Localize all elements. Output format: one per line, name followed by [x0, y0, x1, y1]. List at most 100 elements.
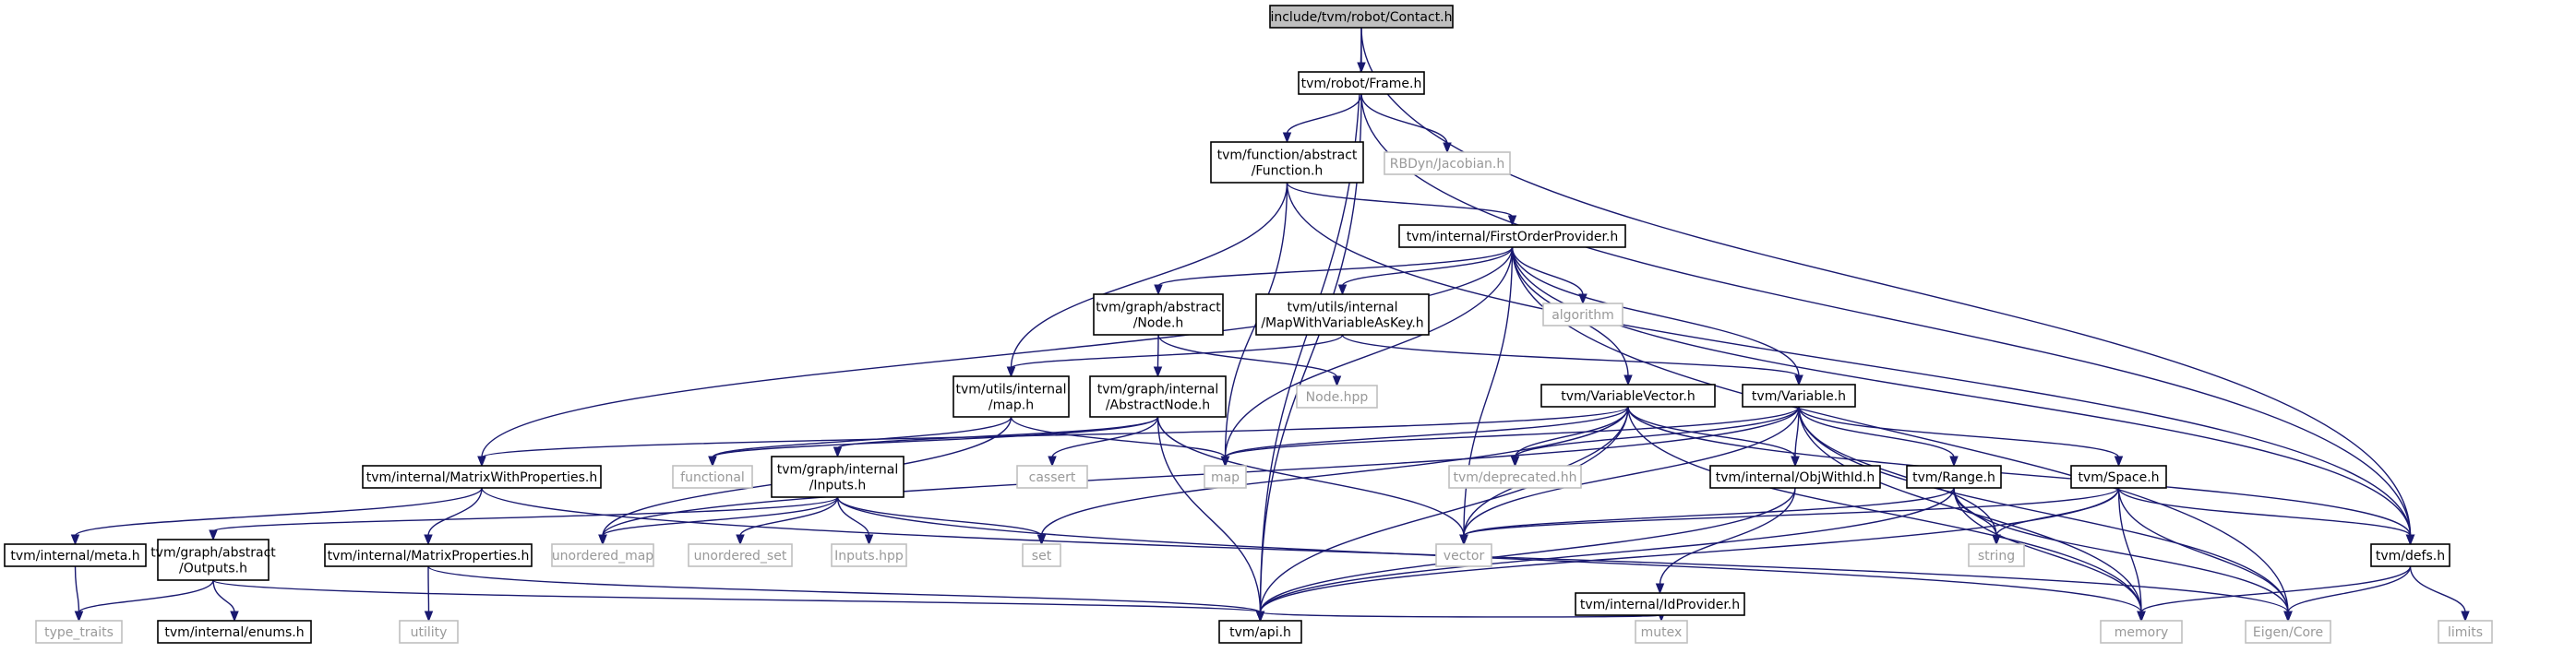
node-box — [1968, 543, 2025, 567]
edge-n21-to-n38 — [2117, 487, 2146, 623]
node-tvm-internal-idprovider-h[interactable]: tvm/internal/IdProvider.h — [1575, 592, 1745, 616]
node-label: mutex — [1641, 625, 1683, 640]
node-cassert: cassert — [1016, 465, 1088, 489]
edge-arrowhead — [1154, 284, 1163, 296]
node-eigen-core: Eigen/Core — [2245, 620, 2331, 644]
node-box — [399, 620, 459, 644]
node-include-tvm-robot-contact-h[interactable]: include/tvm/robot/Contact.h — [1269, 5, 1454, 29]
node-vector: vector — [1435, 543, 1492, 567]
node-tvm-utils-internal-mapwithvariableaskey-h[interactable]: tvm/utils/internal/MapWithVariableAsKey.… — [1255, 293, 1430, 336]
node-label: tvm/internal/FirstOrderProvider.h — [1407, 230, 1619, 244]
edge-line — [1157, 246, 1514, 287]
edge-line — [1224, 406, 1629, 458]
node-box — [2245, 620, 2331, 644]
edge-line — [427, 565, 430, 613]
edge-n32-to-n39 — [2283, 565, 2412, 623]
node-tvm-graph-internal-inputs-h[interactable]: tvm/graph/internal/Inputs.h — [771, 456, 905, 498]
edge-n24-to-n36 — [427, 565, 1265, 623]
edge-arrowhead — [1337, 284, 1348, 296]
edge-line — [2140, 565, 2412, 613]
node-tvm-defs-h[interactable]: tvm/defs.h — [2370, 543, 2450, 567]
node-tvm-internal-firstorderprovider-h[interactable]: tvm/internal/FirstOrderProvider.h — [1398, 224, 1626, 248]
node-box — [688, 543, 793, 567]
node-tvm-utils-internal-map-h[interactable]: tvm/utils/internal/map.h — [953, 375, 1070, 418]
edge-line — [1360, 93, 2412, 537]
edge-arrowhead — [424, 611, 434, 623]
node-box — [1296, 385, 1378, 409]
edge-line — [1156, 416, 1465, 537]
node-set: set — [1022, 543, 1061, 567]
node-box — [771, 456, 905, 498]
node-memory: memory — [2100, 620, 2183, 644]
node-box — [1218, 620, 1302, 644]
node-tvm-graph-abstract-outputs-h[interactable]: tvm/graph/abstract/Outputs.h — [150, 539, 276, 581]
node-label: functional — [680, 470, 745, 485]
node-unordered-map: unordered_map — [551, 543, 654, 567]
edge-line — [481, 406, 1629, 458]
edge-n10-to-n15 — [833, 416, 1159, 458]
node-label: tvm/graph/internal — [1097, 383, 1219, 398]
node-unordered-set: unordered_set — [688, 543, 793, 567]
node-box — [1906, 465, 2002, 489]
node-box — [672, 465, 753, 489]
edge-line — [2287, 565, 2412, 613]
edge-n23-to-n33 — [74, 579, 214, 623]
edge-n5-to-n10 — [1153, 334, 1163, 378]
node-box — [2370, 543, 2450, 567]
node-box — [831, 543, 907, 567]
edge-n20-to-n29 — [1459, 487, 1955, 546]
node-tvm-internal-enums-h[interactable]: tvm/internal/enums.h — [157, 620, 312, 644]
edge-n12-to-n17 — [1220, 406, 1800, 468]
node-tvm-internal-matrixproperties-h[interactable]: tvm/internal/MatrixProperties.h — [324, 543, 533, 567]
node-tvm-internal-matrixwithproperties-h[interactable]: tvm/internal/MatrixWithProperties.h — [362, 465, 602, 489]
node-rbdyn-jacobian-h: RBDyn/Jacobian.h — [1384, 151, 1511, 175]
node-label: /AbstractNode.h — [1106, 398, 1210, 413]
node-box — [157, 539, 270, 581]
node-tvm-internal-objwithid-h[interactable]: tvm/internal/ObjWithId.h — [1709, 465, 1881, 489]
edge-arrowhead — [1036, 534, 1047, 546]
node-box — [1022, 543, 1061, 567]
edge-line — [602, 496, 839, 537]
edge-n11-to-n18 — [1510, 406, 1629, 468]
edge-n15-to-n23 — [209, 496, 839, 541]
edge-line — [2409, 565, 2466, 613]
edge-arrowhead — [736, 534, 745, 546]
node-box — [1575, 592, 1745, 616]
node-label: Node.hpp — [1306, 390, 1369, 405]
node-tvm-robot-frame-h[interactable]: tvm/robot/Frame.h — [1298, 71, 1425, 95]
node-box — [2070, 465, 2167, 489]
edge-n12-to-n20 — [1798, 406, 1959, 468]
edge-n32-to-n40 — [2409, 565, 2470, 623]
node-tvm-graph-abstract-node-h[interactable]: tvm/graph/abstract/Node.h — [1093, 293, 1224, 336]
edge-line — [1341, 246, 1514, 287]
edge-line — [1463, 487, 2120, 537]
node-tvm-variable-h[interactable]: tvm/Variable.h — [1742, 384, 1856, 408]
node-tvm-internal-meta-h[interactable]: tvm/internal/meta.h — [4, 543, 147, 567]
node-tvm-graph-internal-abstractnode-h[interactable]: tvm/graph/internal/AbstractNode.h — [1089, 375, 1227, 418]
node-tvm-space-h[interactable]: tvm/Space.h — [2070, 465, 2167, 489]
edge-line — [212, 496, 839, 532]
node-label: tvm/utils/internal — [1288, 301, 1398, 315]
edge-line — [1463, 246, 1514, 537]
node-tvm-range-h[interactable]: tvm/Range.h — [1906, 465, 2002, 489]
edge-line — [1259, 406, 1629, 613]
edge-n4-to-n5 — [1154, 246, 1514, 296]
edge-n6-to-n12 — [1341, 334, 1803, 386]
edge-line — [1341, 334, 1800, 377]
node-tvm-variablevector-h[interactable]: tvm/VariableVector.h — [1540, 384, 1716, 408]
node-label: /Outputs.h — [179, 562, 247, 576]
node-string: string — [1968, 543, 2025, 567]
edge-arrowhead — [477, 456, 486, 468]
edge-arrowhead — [2283, 611, 2293, 623]
node-label: tvm/graph/internal — [777, 463, 899, 478]
node-box — [4, 543, 147, 567]
node-box — [362, 465, 602, 489]
edge-line — [1259, 487, 2120, 613]
edge-n30-to-n36 — [1255, 611, 1661, 623]
node-tvm-function-abstract-function-h[interactable]: tvm/function/abstract/Function.h — [1210, 141, 1364, 184]
edge-line — [1953, 487, 2289, 613]
node-tvm-api-h[interactable]: tvm/api.h — [1218, 620, 1302, 644]
edge-n32-to-n38 — [2137, 565, 2412, 623]
node-box — [1542, 303, 1623, 326]
